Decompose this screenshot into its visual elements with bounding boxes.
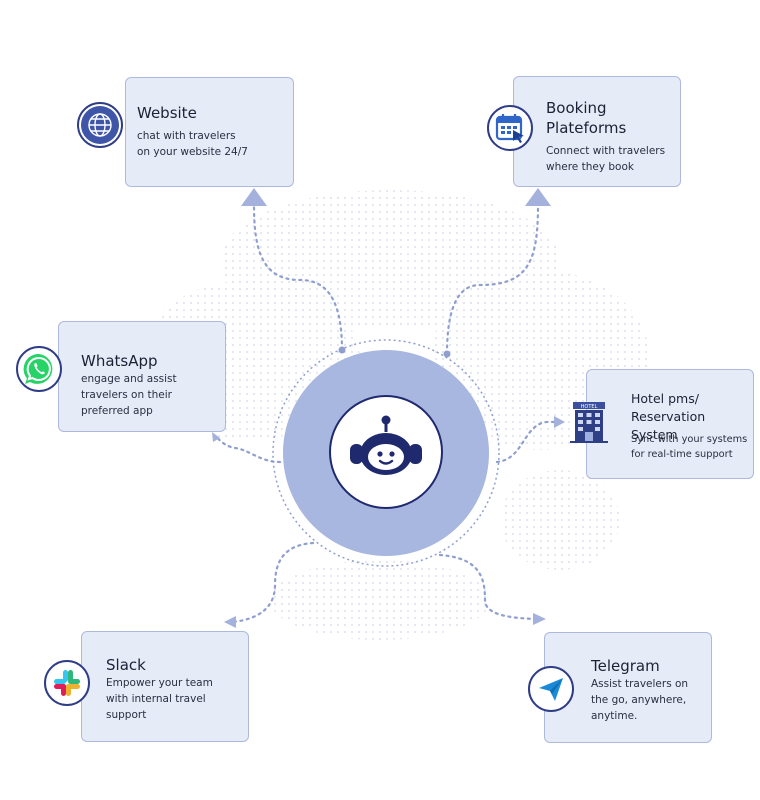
- whatsapp-desc-line: engage and assist: [81, 373, 177, 385]
- hotel-title-line: Reservation System: [631, 409, 706, 443]
- website-desc-line: on your website 24/7: [137, 145, 248, 158]
- booking-desc-line: Connect with travelers: [546, 145, 666, 157]
- telegram-description: Assist travelers on the go, anywhere, an…: [591, 677, 688, 724]
- slack-desc-line: support: [106, 708, 147, 721]
- slack-icon: [54, 670, 80, 696]
- booking-icon-badge: [487, 105, 533, 151]
- booking-description: Connect with travelers where they book: [546, 144, 665, 176]
- slack-title: Slack: [106, 656, 146, 674]
- booking-desc-line: where they book: [546, 160, 634, 173]
- hotel-building-icon: HOTEL: [570, 402, 608, 443]
- hotel-desc-line: Sync with your systems: [631, 434, 748, 445]
- globe-icon: [81, 106, 119, 144]
- hotel-pms-card[interactable]: Hotel pms/ Reservation System Sync with …: [586, 369, 754, 479]
- assistant-hub: [329, 395, 443, 509]
- telegram-title: Telegram: [591, 657, 660, 675]
- telegram-desc-line: Assist travelers on: [591, 678, 689, 690]
- website-description: chat with travelers on your website 24/7: [137, 129, 248, 161]
- telegram-desc-line: anytime.: [591, 709, 638, 722]
- hotel-title: Hotel pms/ Reservation System: [631, 390, 753, 444]
- whatsapp-icon: [23, 353, 53, 384]
- slack-icon-badge: [44, 660, 90, 706]
- slack-desc-line: with internal travel: [106, 692, 206, 705]
- telegram-desc-line: the go, anywhere,: [591, 693, 687, 706]
- slack-desc-line: Empower your team: [106, 677, 213, 689]
- slack-description: Empower your team with internal travel s…: [106, 676, 213, 723]
- robot-icon: [350, 415, 422, 475]
- telegram-icon: [539, 678, 563, 701]
- svg-text:HOTEL: HOTEL: [581, 404, 598, 410]
- website-icon-badge: [77, 102, 123, 148]
- booking-title-line: Plateforms: [546, 118, 627, 137]
- hotel-description: Sync with your systems for real-time sup…: [631, 433, 747, 462]
- calendar-click-icon: [495, 114, 524, 143]
- whatsapp-desc-line: travelers on their: [81, 388, 172, 401]
- website-desc-line: chat with travelers: [137, 130, 236, 142]
- whatsapp-desc-line: preferred app: [81, 404, 153, 417]
- website-card[interactable]: Website chat with travelers on your webs…: [125, 77, 294, 187]
- booking-title-line: Booking: [546, 99, 607, 117]
- whatsapp-icon-badge: [16, 346, 62, 392]
- website-title: Website: [137, 104, 197, 122]
- hotel-icon-badge: HOTEL: [566, 398, 612, 444]
- hotel-desc-line: for real-time support: [631, 448, 733, 460]
- booking-title: Booking Plateforms: [546, 99, 626, 138]
- booking-platforms-card[interactable]: Booking Plateforms Connect with traveler…: [513, 76, 681, 187]
- whatsapp-title: WhatsApp: [81, 352, 158, 370]
- slack-card[interactable]: Slack Empower your team with internal tr…: [81, 631, 249, 742]
- telegram-icon-badge: [528, 666, 574, 712]
- hotel-title-line: Hotel pms/: [631, 391, 699, 406]
- whatsapp-description: engage and assist travelers on their pre…: [81, 372, 177, 419]
- whatsapp-card[interactable]: WhatsApp engage and assist travelers on …: [58, 321, 226, 432]
